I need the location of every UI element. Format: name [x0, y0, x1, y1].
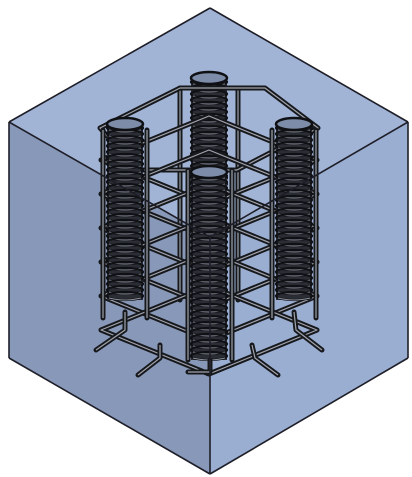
spiral-column-left-coil-shine	[108, 297, 142, 301]
hook-bar-shine-1	[95, 312, 126, 351]
cube-edge-2	[209, 7, 409, 123]
cube-edge-9	[209, 357, 409, 475]
cube-edges	[8, 7, 409, 475]
hook-bar-shine-3	[251, 344, 279, 376]
stirrup-top-highlight	[99, 87, 319, 171]
spiral-column-front	[189, 164, 229, 362]
spiral-column-right	[274, 116, 314, 302]
spiral-column-left	[105, 116, 145, 302]
spiral-column-front-core	[191, 172, 227, 360]
spiral-column-left-top-ring	[105, 116, 145, 132]
spiral-column-back-top-ring	[189, 70, 229, 86]
cube-edge-8	[8, 357, 211, 475]
spiral-column-front-top-ring	[189, 164, 229, 180]
hook-bar-shine-2	[137, 345, 161, 376]
spiral-column-right-top-ring	[274, 116, 314, 132]
spiral-column-right-coil-shine	[277, 297, 311, 301]
hook-bar-shine-4	[293, 311, 323, 351]
cube-edge-3	[8, 121, 211, 238]
cube-edge-4	[209, 121, 409, 238]
reinforcement-cage	[93, 70, 325, 378]
cube-edge-1	[8, 7, 211, 123]
